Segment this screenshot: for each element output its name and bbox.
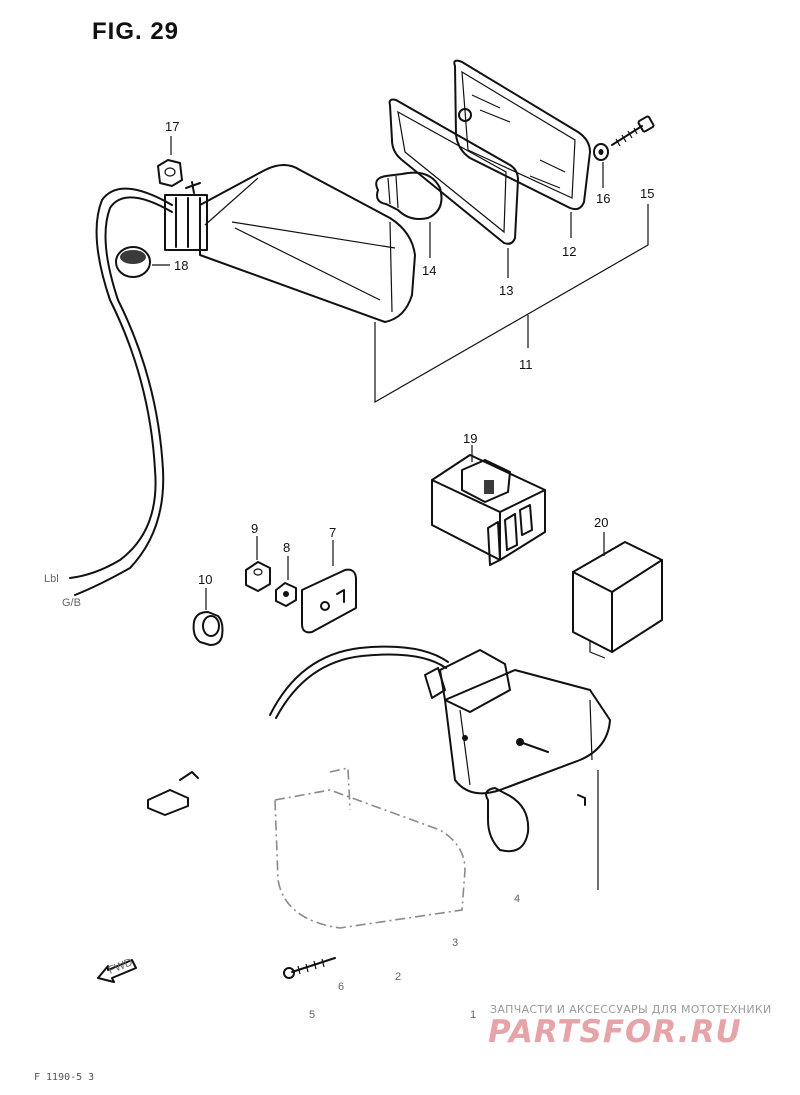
callout-3: 3 bbox=[452, 937, 458, 949]
callout-9: 9 bbox=[251, 521, 258, 536]
spacer-9 bbox=[245, 561, 271, 592]
washer-16 bbox=[593, 143, 609, 161]
turn-signal-lower-assembly bbox=[147, 645, 611, 890]
callout-14: 14 bbox=[422, 263, 436, 278]
nut-17 bbox=[157, 159, 201, 194]
callout-13: 13 bbox=[499, 283, 513, 298]
callout-16: 16 bbox=[596, 191, 610, 206]
callout-10: 10 bbox=[198, 572, 212, 587]
callout-8: 8 bbox=[283, 540, 290, 555]
figure-title: FIG. 29 bbox=[92, 18, 180, 45]
gasket-13 bbox=[388, 98, 519, 245]
turn-signal-wire bbox=[69, 187, 173, 596]
wire-label-a: Lbl bbox=[44, 573, 59, 585]
wire-label-b: G/B bbox=[62, 597, 81, 609]
callout-4: 4 bbox=[514, 893, 520, 905]
turn-signal-housing bbox=[164, 164, 416, 323]
faded-lens-lower bbox=[274, 767, 466, 929]
plate-7 bbox=[301, 568, 357, 634]
fwd-arrow: FWD bbox=[97, 956, 137, 983]
collar-10 bbox=[192, 611, 224, 646]
watermark-caption: ЗАПЧАСТИ И АКСЕССУАРЫ ДЛЯ МОТОТЕХНИКИ bbox=[490, 1003, 772, 1016]
watermark-logo: PARTSFOR.RU bbox=[488, 1014, 742, 1050]
footer-code: F 1190-5 3 bbox=[34, 1072, 95, 1083]
callout-5: 5 bbox=[309, 1009, 315, 1021]
callout-12: 12 bbox=[562, 244, 576, 259]
bulb-14 bbox=[375, 171, 443, 220]
callout-15: 15 bbox=[640, 186, 654, 201]
nut-8 bbox=[275, 582, 297, 607]
callout-7: 7 bbox=[329, 525, 336, 540]
callout-2: 2 bbox=[395, 971, 401, 983]
screw-lower bbox=[283, 957, 336, 979]
callout-1: 1 bbox=[470, 1009, 476, 1021]
callout-20: 20 bbox=[594, 515, 608, 530]
callout-19: 19 bbox=[463, 431, 477, 446]
grommet-18 bbox=[115, 246, 151, 278]
callout-11: 11 bbox=[519, 357, 533, 372]
callout-6: 6 bbox=[338, 981, 344, 993]
relay-19 bbox=[431, 454, 546, 566]
callout-18: 18 bbox=[174, 258, 188, 273]
cover-20 bbox=[572, 541, 663, 659]
screw-15 bbox=[611, 115, 655, 147]
lens-12 bbox=[453, 59, 591, 211]
callout-17: 17 bbox=[165, 119, 179, 134]
